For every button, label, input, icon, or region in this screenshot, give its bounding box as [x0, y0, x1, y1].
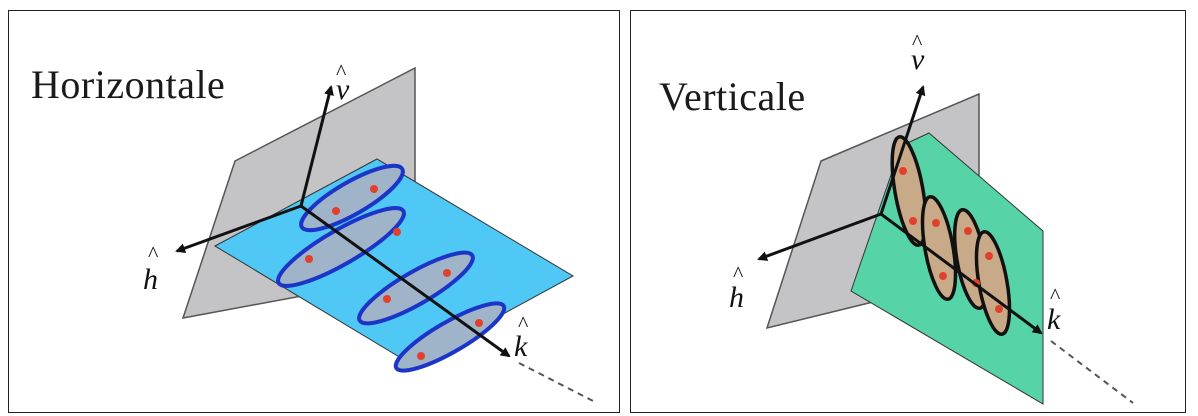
k-axis-continuation — [518, 362, 598, 404]
k-axis-continuation — [1050, 340, 1134, 404]
field-arrows — [305, 185, 483, 360]
k-axis-hat: ^ — [518, 311, 529, 336]
horizontal-polarization-panel: Horizontale ^ — [8, 10, 620, 413]
panel-title: Horizontale — [31, 62, 226, 107]
k-axis-label: k — [514, 330, 528, 363]
k-axis-hat: ^ — [1050, 283, 1061, 308]
k-axis — [300, 204, 511, 358]
h-axis — [757, 212, 882, 261]
panel-title: Verticale — [659, 74, 806, 119]
v-axis — [299, 85, 334, 207]
h-axis-label: h — [143, 263, 158, 296]
h-axis — [175, 204, 302, 253]
v-axis-label: v — [911, 43, 925, 76]
v-axis-hat: ^ — [336, 59, 347, 84]
vertical-polarization-panel: Verticale ^ v — [630, 10, 1186, 413]
h-axis-hat: ^ — [148, 241, 159, 266]
k-axis — [880, 212, 1043, 335]
v-axis-hat: ^ — [912, 29, 923, 54]
k-axis-label: k — [1047, 303, 1061, 336]
horizontal-wave-diagram: ^ v ^ h ^ k — [143, 59, 598, 404]
v-axis-label: v — [336, 73, 350, 106]
v-axis — [879, 85, 926, 215]
h-axis-label: h — [729, 281, 744, 314]
vertical-wave-diagram: ^ v ^ h ^ k — [729, 29, 1134, 405]
h-axis-hat: ^ — [733, 261, 744, 286]
